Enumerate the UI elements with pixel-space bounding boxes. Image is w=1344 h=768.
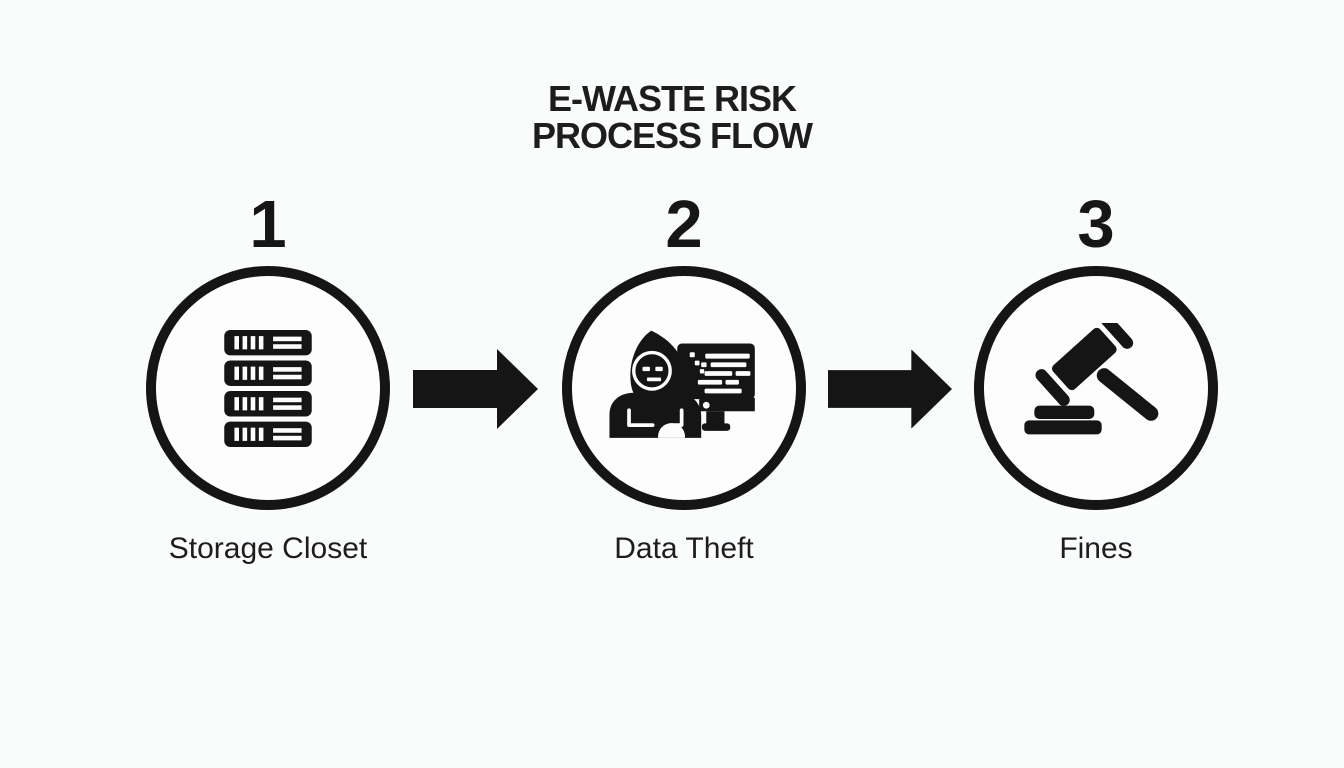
step-3-circle bbox=[974, 266, 1218, 510]
step-1-label: Storage Closet bbox=[168, 532, 368, 565]
step-2-number: 2 bbox=[665, 187, 703, 262]
server-rack-icon bbox=[224, 329, 312, 447]
title-line-2: PROCESS FLOW bbox=[531, 115, 813, 156]
arrow-right-icon bbox=[413, 349, 538, 429]
diagram-title: E-WASTE RISK PROCESS FLOW bbox=[0, 80, 1344, 154]
step-2-label: Data Theft bbox=[614, 532, 754, 565]
step-fines: 3 F bbox=[936, 190, 1256, 566]
hacker-computer-icon bbox=[609, 330, 755, 438]
step-1-number: 1 bbox=[249, 187, 287, 262]
gavel-icon bbox=[1024, 323, 1159, 435]
title-line-1: E-WASTE RISK bbox=[547, 78, 797, 119]
step-storage-closet: 1 St bbox=[108, 190, 428, 566]
step-1-circle bbox=[146, 266, 390, 510]
step-3-number: 3 bbox=[1077, 187, 1115, 262]
step-data-theft: 2 bbox=[524, 190, 844, 566]
step-2-circle bbox=[562, 266, 806, 510]
arrow-right-icon bbox=[828, 349, 953, 429]
step-3-label: Fines bbox=[1059, 532, 1133, 565]
